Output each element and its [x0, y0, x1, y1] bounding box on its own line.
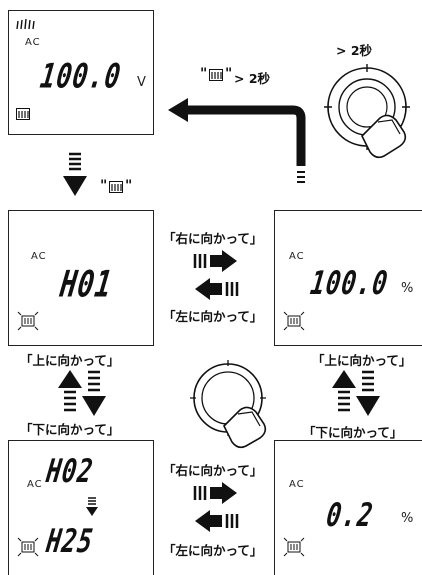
bot-right-lcd-display: AC 0.2 % [274, 440, 422, 575]
up-label: 「上に向かって」 [20, 353, 120, 368]
left-arrow [195, 510, 239, 532]
memory-blink-icon [17, 537, 39, 557]
dial-duration-label: > 2秒 [336, 43, 373, 58]
right-label: 「右に向かって」 [163, 231, 263, 246]
top-lcd-display: AC 100.0 V [8, 10, 154, 135]
memory-blink-icon [283, 537, 305, 557]
right-arrow [193, 482, 237, 504]
hold-duration-label: > 2秒 [234, 71, 271, 86]
left-label: 「左に向かって」 [163, 543, 263, 558]
ac-indicator: AC [31, 251, 47, 262]
mid-left-lcd-display: AC H01 [8, 210, 154, 346]
lcd-reading: H01 [57, 264, 116, 307]
memory-bars-icon [109, 181, 123, 193]
unit-label: % [401, 281, 414, 296]
range-bar-icon [16, 18, 35, 30]
left-label: 「左に向かって」 [163, 309, 263, 324]
down-arrow [86, 497, 98, 516]
memory-bars-icon [209, 69, 223, 81]
lcd-reading: 0.2 [324, 496, 376, 535]
down-label: 「下に向かって」 [303, 425, 403, 440]
memory-blink-icon [17, 311, 39, 331]
lcd-reading-bottom: H25 [44, 522, 96, 561]
rotary-dial-illustration [190, 360, 267, 449]
ac-indicator: AC [27, 479, 43, 490]
memory-bars-icon [16, 108, 30, 120]
lcd-reading: 100.0 [37, 56, 124, 96]
mid-right-lcd-display: AC 100.0 % [274, 210, 422, 346]
up-down-arrows [58, 370, 106, 416]
unit-label: % [401, 511, 414, 526]
right-label: 「右に向かって」 [163, 463, 263, 478]
hold-caption: " " > 2秒 [200, 66, 271, 86]
ac-indicator: AC [289, 479, 305, 490]
down-label: 「下に向かって」 [20, 422, 120, 437]
bot-left-lcd-display: AC H02 H25 [8, 440, 154, 575]
memory-blink-icon [283, 311, 305, 331]
left-arrow [195, 278, 239, 300]
ac-indicator: AC [25, 37, 41, 48]
unit-label: V [137, 75, 146, 90]
down-arrow [63, 152, 87, 196]
up-down-arrows [332, 370, 380, 416]
right-arrow [193, 250, 237, 272]
up-label: 「上に向かって」 [312, 353, 412, 368]
left-turn-arrow [168, 98, 306, 183]
rotary-dial-illustration [324, 64, 410, 159]
lcd-reading-top: H02 [44, 452, 96, 491]
lcd-reading: 100.0 [308, 264, 391, 303]
down-caption: " " [100, 178, 133, 194]
ac-indicator: AC [289, 251, 305, 262]
